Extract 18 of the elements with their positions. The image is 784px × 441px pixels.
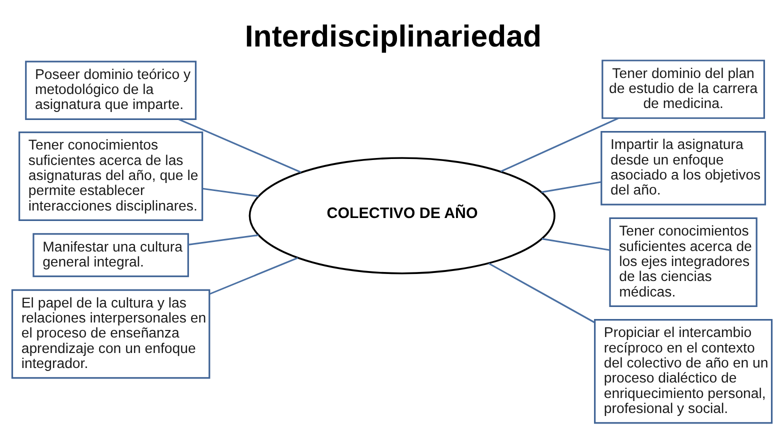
node-box: Tener dominio del plan de estudio de la carrera de medicina.: [602, 59, 765, 118]
node-box: Manifestar una cultura general integral.: [32, 232, 189, 277]
connector: [542, 238, 610, 250]
node-ellipse: COLECTIVO DE AÑO: [248, 156, 556, 274]
connector: [500, 117, 619, 172]
connector: [541, 180, 602, 192]
node-box: Poseer dominio teórico y metodológico de la asignatura que imparte.: [25, 60, 197, 120]
connector: [209, 256, 298, 294]
connector: [488, 262, 595, 323]
node-box: Tener conocimientos suficientes acerca de los ejes integradores de las ciencias médicas.: [609, 216, 758, 306]
connector: [188, 234, 259, 246]
node-box: Impartir la asignatura desde un enfoque asociado a los objetivos del año.: [600, 130, 766, 205]
node-box: El papel de la cultura y las relaciones interpersonales en el proceso de enseñanza aprendizaje con un enfoque integrador.: [11, 288, 210, 378]
node-box: Propiciar el intercambio recíproco en el contexto del colectivo de año en un proceso dialéctico de enriquecimiento personal, profesional y social.: [594, 318, 773, 424]
node-box: Tener conocimientos suficientes acerca de las asignaturas del año, que le permite establecer interacciones disciplinares.: [18, 130, 204, 221]
connector: [178, 118, 302, 173]
diagram-title: Interdisciplinariedad: [244, 20, 542, 53]
connector: [202, 187, 259, 197]
